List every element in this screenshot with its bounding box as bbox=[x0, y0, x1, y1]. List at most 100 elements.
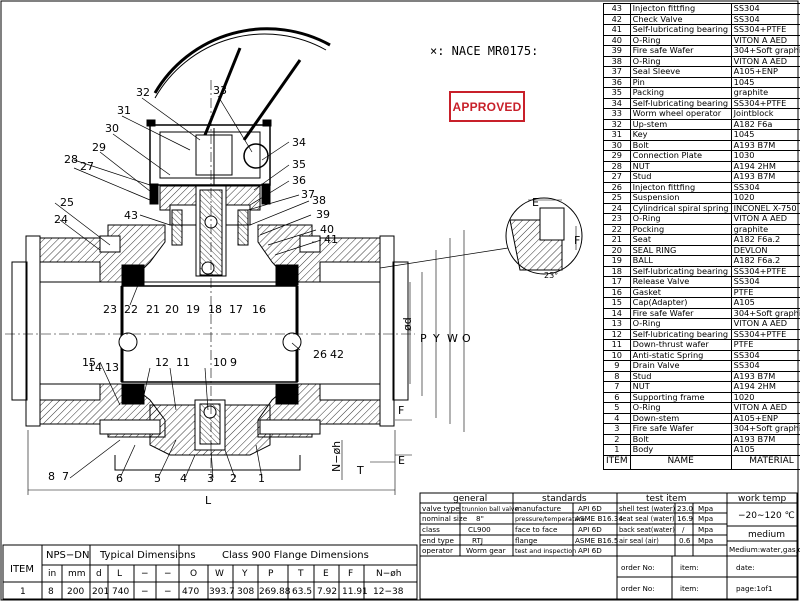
spec-cell: end type bbox=[422, 536, 454, 545]
dims-cell: 11.91 bbox=[342, 587, 368, 597]
bom-material: DEVLON bbox=[731, 245, 800, 256]
dims-sub: − bbox=[164, 569, 172, 579]
callout: 21 bbox=[146, 303, 160, 316]
bom-item-no: 41 bbox=[604, 25, 631, 36]
nace-note: ×: NACE MR0175: bbox=[430, 44, 538, 58]
bom-material: 304+Soft graphite bbox=[731, 424, 800, 435]
callout: 7 bbox=[62, 470, 69, 483]
spec-cell: ASME B16.34 bbox=[575, 514, 623, 523]
bom-material: VITON A AED bbox=[731, 35, 800, 46]
callout: 14 bbox=[88, 361, 102, 374]
bom-item-no: 1 bbox=[604, 445, 631, 456]
dims-sub: F bbox=[348, 569, 353, 579]
bom-part-name: O-Ring bbox=[630, 214, 731, 225]
callout: 43 bbox=[124, 209, 138, 222]
bom-header-item: ITEM bbox=[604, 455, 631, 469]
spec-cell: trunnion ball valve bbox=[462, 506, 518, 513]
spec-cell: ASME B16.5 bbox=[575, 536, 618, 545]
callout: 23 bbox=[103, 303, 117, 316]
bom-item-no: 14 bbox=[604, 308, 631, 319]
bom-part-name: Fire safe Wafer bbox=[630, 424, 731, 435]
dims-cell: 8 bbox=[48, 587, 54, 597]
work-temp-value: −20∼120 ℃ bbox=[738, 511, 795, 521]
bom-material: 1045 bbox=[731, 130, 800, 141]
bom-item-no: 20 bbox=[604, 245, 631, 256]
callout: 28 bbox=[64, 153, 78, 166]
bom-part-name: Bolt bbox=[630, 434, 731, 445]
bom-material: A194 2HM bbox=[731, 161, 800, 172]
dim-F: F bbox=[398, 404, 404, 417]
medium-value: Medium:water,gas,oil. bbox=[729, 545, 800, 554]
spec-cell: 23.0 bbox=[677, 504, 693, 513]
bom-item-no: 27 bbox=[604, 172, 631, 183]
bom-item-no: 33 bbox=[604, 109, 631, 120]
bom-item-no: 16 bbox=[604, 287, 631, 298]
bom-item-no: 42 bbox=[604, 14, 631, 25]
dims-cell: 1 bbox=[20, 587, 26, 597]
bom-material: SS304+PTFE bbox=[731, 98, 800, 109]
bom-item-no: 39 bbox=[604, 46, 631, 57]
bom-part-name: Cylindrical spiral spring bbox=[630, 203, 731, 214]
bom-part-name: O-Ring bbox=[630, 403, 731, 414]
bom-part-name: Connection Plate bbox=[630, 151, 731, 162]
dims-cell: 308 bbox=[237, 587, 254, 597]
dim-O: O bbox=[462, 332, 471, 345]
bonnet-section bbox=[160, 186, 260, 276]
bom-material: A182 F6a bbox=[731, 119, 800, 130]
dims-sub: in bbox=[48, 569, 56, 579]
callout: 42 bbox=[330, 348, 344, 361]
callout: 4 bbox=[180, 472, 187, 485]
bom-item-no: 15 bbox=[604, 298, 631, 309]
dim-T: T bbox=[356, 464, 364, 477]
dims-cell: 269.88 bbox=[259, 587, 291, 597]
callout: 3 bbox=[207, 472, 214, 485]
bom-material: SS304+PTFE bbox=[731, 25, 800, 36]
bom-part-name: Self-lubricating bearing bbox=[630, 329, 731, 340]
dims-sub: d bbox=[96, 569, 102, 579]
bom-item-no: 11 bbox=[604, 340, 631, 351]
dim-W: W bbox=[447, 332, 458, 345]
dims-sub: O bbox=[190, 569, 197, 579]
bom-material: 1020 bbox=[731, 392, 800, 403]
bom-header-name: NAME bbox=[630, 455, 731, 469]
spec-cell: nominal size bbox=[422, 514, 468, 523]
order-cell: order No: bbox=[621, 584, 655, 593]
bom-part-name: Suspension bbox=[630, 193, 731, 204]
detail-angle: 23° bbox=[544, 271, 558, 280]
bom-part-name: Self-lubricating bearing bbox=[630, 98, 731, 109]
bom-part-name: Check Valve bbox=[630, 14, 731, 25]
callout: 30 bbox=[105, 122, 119, 135]
detail-view bbox=[380, 198, 582, 274]
bom-item-no: 24 bbox=[604, 203, 631, 214]
bom-material: SS304+PTFE bbox=[731, 329, 800, 340]
spec-cell: 0.6 bbox=[679, 536, 691, 545]
callout: 11 bbox=[176, 356, 190, 369]
dim-P: P bbox=[420, 332, 427, 345]
bom-item-no: 19 bbox=[604, 256, 631, 267]
bom-item-no: 35 bbox=[604, 88, 631, 99]
bom-material: SS304 bbox=[731, 350, 800, 361]
bom-part-name: Stud bbox=[630, 172, 731, 183]
bom-material: A182 F6a.2 bbox=[731, 235, 800, 246]
callout: 24 bbox=[54, 213, 68, 226]
spec-cell: valve type bbox=[422, 504, 460, 513]
